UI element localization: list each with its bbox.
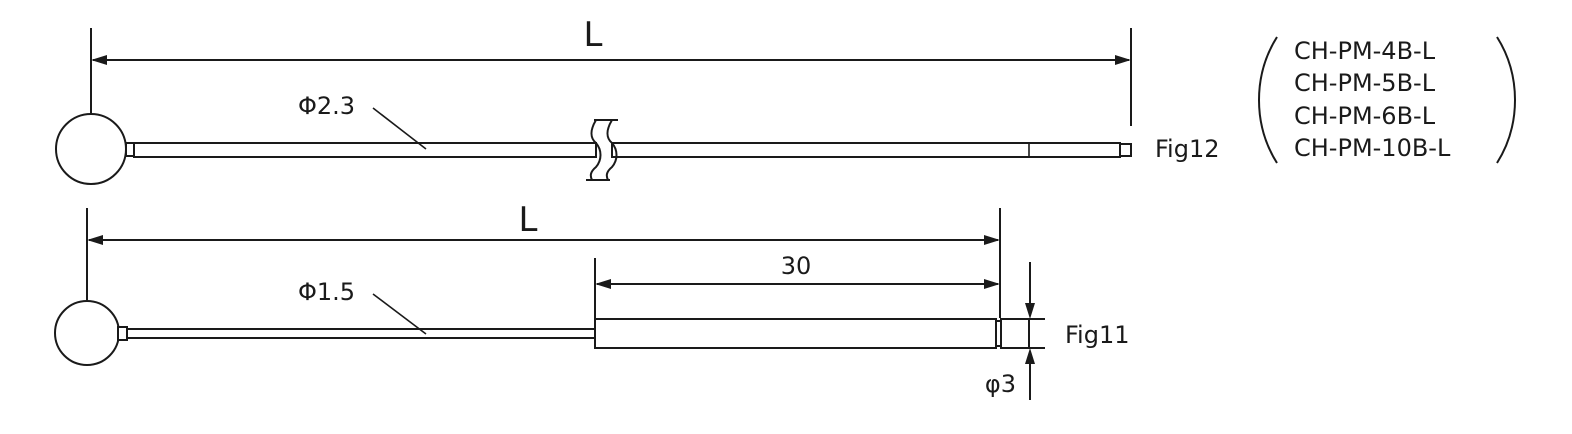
fig11-ball (54, 300, 120, 366)
fig11-arrow-right (984, 235, 1000, 245)
fig11-tip-arrow-bottom (1025, 348, 1035, 364)
fig11-tip (1000, 318, 1030, 349)
fig11-drawing: L 30 φ3 Φ1.5 Fig11 (54, 200, 1130, 400)
fig12-shaft-right (611, 142, 1121, 158)
fig12-collar (125, 142, 135, 157)
model-item: CH-PM-5B-L (1294, 69, 1436, 97)
fig12-tip (1119, 143, 1132, 157)
fig11-tip-arrow-top (1025, 303, 1035, 319)
fig11-diameter-leader (372, 293, 427, 335)
fig12-diameter-label: Φ2.3 (298, 92, 355, 120)
models-left-bracket (1258, 36, 1278, 164)
fig12-break-left (589, 119, 602, 181)
fig12-ball (55, 113, 127, 185)
model-item: CH-PM-4B-L (1294, 37, 1436, 65)
fig12-arrow-left (91, 55, 107, 65)
fig11-arrow-left (87, 235, 103, 245)
fig11-collar (117, 326, 128, 341)
fig11-length-label: L (519, 200, 538, 240)
model-item: CH-PM-6B-L (1294, 102, 1436, 130)
fig11-tube-arrow-left (595, 279, 611, 289)
fig11-tube-length-label: 30 (781, 252, 812, 280)
fig12-arrow-right (1115, 55, 1131, 65)
models-right-bracket (1496, 36, 1516, 164)
fig11-shaft (126, 328, 596, 339)
fig12-break-right (605, 119, 618, 181)
model-item: CH-PM-10B-L (1294, 134, 1451, 162)
fig11-tip-diameter-label: φ3 (985, 370, 1016, 398)
fig11-tube-arrow-right (984, 279, 1000, 289)
fig12-length-label: L (584, 15, 603, 55)
fig12-shaft-left (133, 142, 597, 158)
fig12-diameter-leader (372, 107, 427, 150)
fig12-drawing: L Φ2.3 Fig12 CH-PM-4B-L CH-PM-5B-L CH-PM… (55, 15, 1516, 185)
fig11-diameter-label: Φ1.5 (298, 278, 355, 306)
fig11-tube (594, 318, 997, 349)
fig11-figure-label: Fig11 (1065, 321, 1130, 349)
fig12-figure-label: Fig12 (1155, 135, 1220, 163)
